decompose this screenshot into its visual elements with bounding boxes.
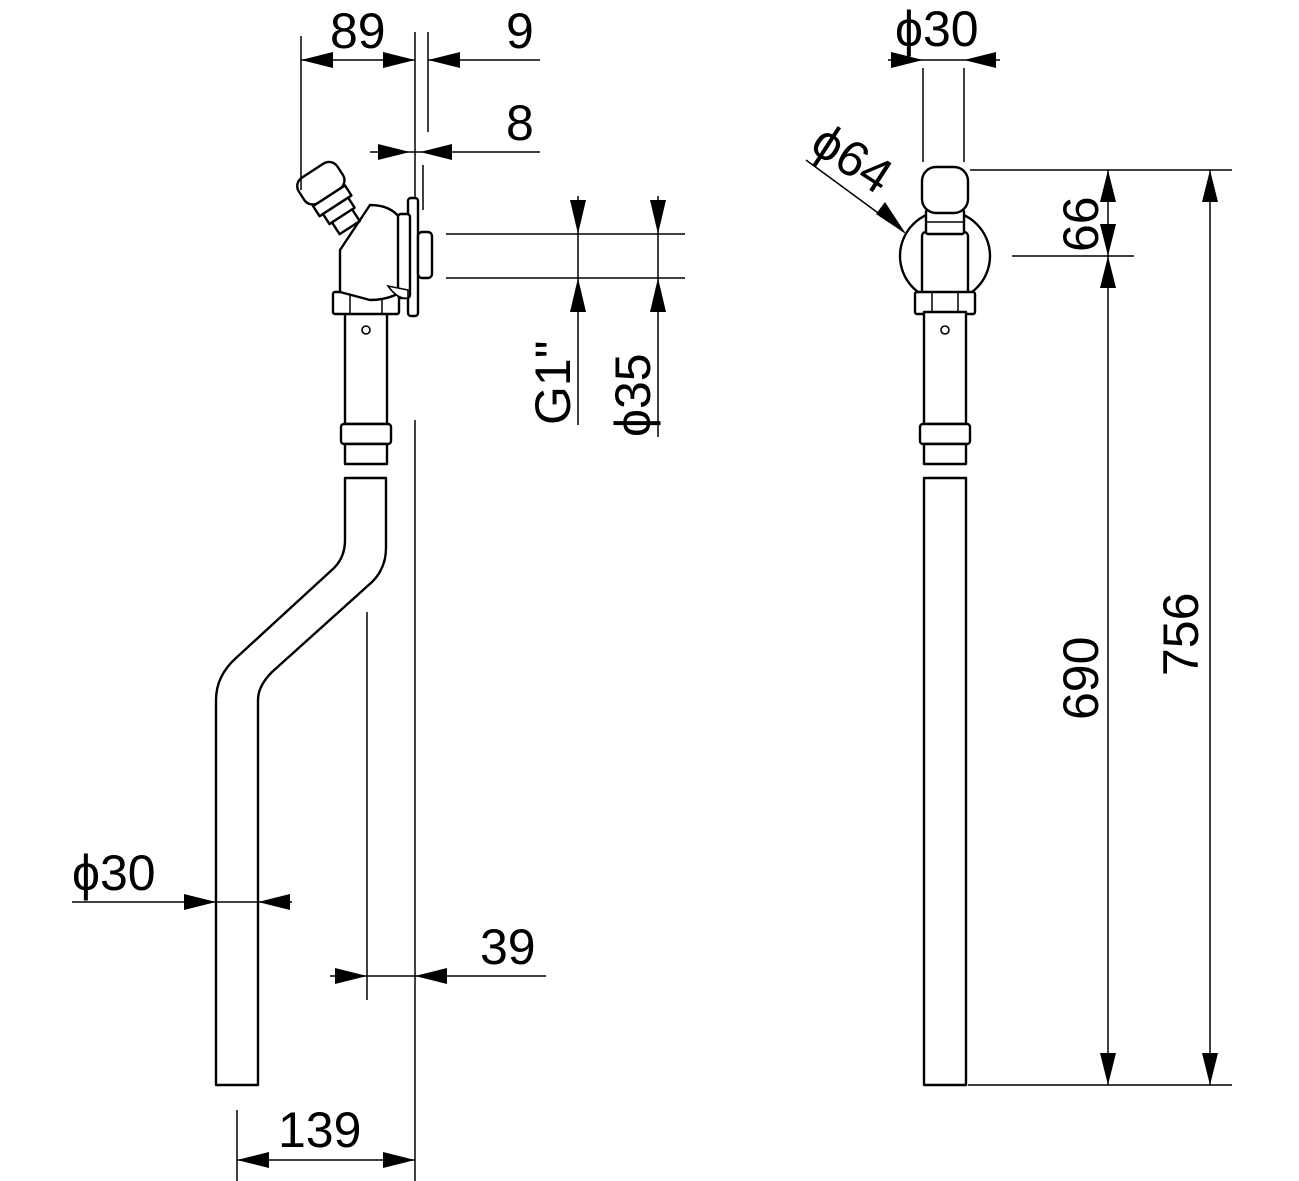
dim-39-label: 39 — [480, 919, 536, 975]
dim-139-arrow — [237, 1152, 269, 1168]
pipe-screw — [361, 325, 371, 335]
dim-64-label: ϕ64 — [802, 112, 903, 205]
flange-base — [396, 212, 412, 300]
front-pipe-ring — [918, 422, 972, 446]
dim-89-arrow — [383, 52, 415, 68]
dim-89-label: 89 — [330, 3, 386, 59]
dim-35-label: ϕ35 — [605, 353, 661, 437]
dim-690-arrow — [1100, 1053, 1116, 1085]
dim-139-arrow — [383, 1152, 415, 1168]
dim-30-side-label: ϕ30 — [72, 845, 156, 901]
dim-30-side-arrow — [258, 894, 290, 910]
dim-30-front-label: ϕ30 — [895, 1, 979, 57]
dim-39-arrow — [335, 968, 367, 984]
front-push-head — [920, 165, 970, 215]
dim-35-arrow — [650, 278, 666, 312]
front-pipe-screw — [940, 325, 950, 335]
dim-9-label: 9 — [506, 3, 534, 59]
dim-690-arrow — [1100, 256, 1116, 288]
dim-9-arrow — [428, 52, 460, 68]
front-pipe-sleeve — [922, 442, 968, 466]
bent-pipe — [214, 476, 388, 1087]
dim-64-arrow — [876, 202, 906, 234]
dim-39-arrow — [415, 968, 447, 984]
dim-30-front-arrow — [891, 52, 923, 68]
dim-g1-label: G1" — [525, 341, 581, 425]
front-view: ϕ30 ϕ64 66 690 756 — [802, 1, 1232, 1087]
dim-g1-arrow — [570, 278, 586, 312]
dim-8-arrow — [420, 144, 452, 160]
dim-8-arrow — [378, 144, 410, 160]
front-hex-nut — [913, 290, 977, 316]
dim-690-label: 690 — [1053, 637, 1109, 720]
flange-bracket — [386, 284, 409, 300]
pipe-sleeve — [343, 442, 389, 466]
side-view: 89 9 8 G1" ϕ35 ϕ30 39 — [72, 3, 685, 1181]
dim-756-arrow — [1202, 1053, 1218, 1085]
flange-connector — [416, 230, 434, 280]
dim-66-label: 66 — [1053, 196, 1109, 252]
dim-139-label: 139 — [278, 1102, 361, 1158]
dim-89-arrow — [301, 52, 333, 68]
push-head — [296, 160, 361, 236]
dim-g1-arrow — [570, 200, 586, 234]
dim-756-arrow — [1202, 170, 1218, 202]
dim-30-front-arrow — [964, 52, 996, 68]
dim-66-arrow — [1100, 224, 1116, 256]
front-valve-body — [920, 230, 970, 296]
dim-66-arrow — [1100, 170, 1116, 202]
dim-35-arrow — [650, 200, 666, 234]
dim-8-label: 8 — [506, 95, 534, 151]
dim-30-side-arrow — [184, 894, 216, 910]
front-lower-pipe — [922, 476, 968, 1087]
pipe-ring — [339, 422, 393, 446]
dim-756-label: 756 — [1153, 593, 1209, 676]
